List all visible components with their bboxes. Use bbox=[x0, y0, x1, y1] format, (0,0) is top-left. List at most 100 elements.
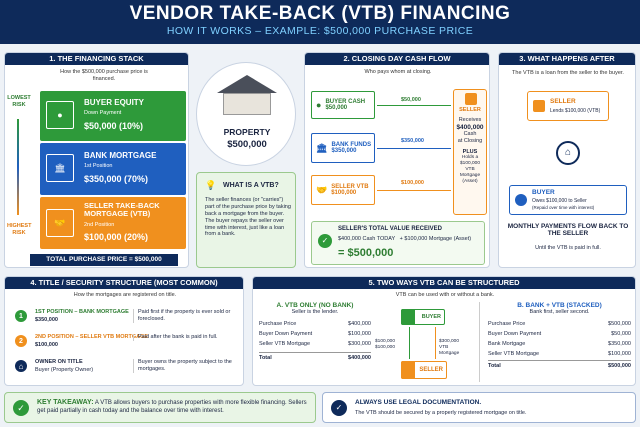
position-1-label: 1ST POSITION – BANK MORTGAGE bbox=[35, 309, 129, 315]
row-label: Purchase Price bbox=[259, 320, 297, 327]
section-title: 3. WHAT HAPPENS AFTER CLOSING? bbox=[499, 53, 635, 75]
flow-left-amount: $100,000 bbox=[375, 339, 396, 344]
person-icon: ● bbox=[316, 100, 322, 110]
key-takeaway-box: ✓ KEY TAKEAWAY: A VTB allows buyers to p… bbox=[4, 392, 316, 423]
vtb-amount: $100,000 (20%) bbox=[84, 232, 149, 242]
bank-block: 🏛 BANK MORTGAGE 1st Position $350,000 (7… bbox=[40, 143, 186, 195]
bank-title: BANK MORTGAGE bbox=[84, 151, 157, 160]
monthly-payments: MONTHLY PAYMENTS FLOW BACK TO THE SELLER bbox=[507, 223, 629, 237]
home-icon: ⌂ bbox=[556, 141, 580, 165]
buyer-cash-amount: $50,000 bbox=[325, 105, 348, 111]
handshake-icon: 🤝 bbox=[46, 209, 74, 237]
vtb-block: 🤝 SELLER TAKE-BACK MORTGAGE (VTB) 2nd Po… bbox=[40, 197, 186, 249]
table-row: Seller VTB Mortgage $300,000 bbox=[259, 339, 371, 349]
seller-total-title: SELLER'S TOTAL VALUE RECEIVED bbox=[338, 226, 442, 232]
person-icon bbox=[401, 361, 415, 379]
position-2-amount: $100,000 bbox=[35, 342, 58, 348]
bank-amount: $350,000 (70%) bbox=[84, 174, 149, 184]
row-value: $500,000 bbox=[608, 320, 631, 327]
seller-box: SELLER Lends $100,000 (VTB) bbox=[527, 91, 609, 121]
equity-amount: $50,000 (10%) bbox=[84, 121, 144, 131]
row-label: Seller VTB Mortgage bbox=[488, 350, 540, 357]
row-value: $400,000 bbox=[348, 320, 371, 327]
row-label: Bank Mortgage bbox=[488, 340, 526, 347]
seller-vtb-box: 🤝 SELLER VTB$100,000 bbox=[311, 175, 375, 205]
stack-intro: How the $500,000 purchase price is finan… bbox=[60, 69, 148, 82]
owner-note: Buyer owns the property subject to the m… bbox=[133, 359, 241, 373]
after-buyer-label: BUYER bbox=[532, 189, 555, 196]
buyer-cash-box: ● BUYER CASH$50,000 bbox=[311, 91, 375, 119]
seller-total-box: ✓ SELLER'S TOTAL VALUE RECEIVED $400,000… bbox=[311, 221, 485, 265]
takeaway-title: KEY TAKEAWAY: bbox=[37, 399, 94, 406]
after-seller-label: SELLER bbox=[550, 98, 576, 105]
equity-block: ● BUYER EQUITY Down Payment $50,000 (10%… bbox=[40, 91, 186, 141]
after-owes: Owes $100,000 to Seller bbox=[532, 198, 587, 204]
seller-receives: Receives bbox=[458, 116, 482, 123]
bank-sub: 1st Position bbox=[84, 163, 113, 169]
shield-icon: ✓ bbox=[331, 400, 347, 416]
what-is-body: The seller finances (or "carries") part … bbox=[205, 197, 291, 238]
vtb-only-table: A. VTB ONLY (NO BANK) Seller is the lend… bbox=[259, 302, 371, 382]
position-1-amount: $350,000 bbox=[35, 317, 58, 323]
equity-sub: Down Payment bbox=[84, 110, 122, 116]
table-row: Buyer Down Payment$50,000 bbox=[488, 329, 631, 339]
vtb-sub: 2nd Position bbox=[84, 222, 115, 228]
highest-risk-label: HIGHEST RISK bbox=[7, 223, 32, 236]
section-title: 5. TWO WAYS VTB CAN BE STRUCTURED bbox=[253, 277, 635, 289]
seller-vtb-label: SELLER VTB bbox=[331, 184, 369, 190]
what-is-vtb-box: 💡 WHAT IS A VTB? The seller finances (or… bbox=[196, 172, 296, 268]
ways-intro: VTB can be used with or without a bank. bbox=[395, 292, 495, 298]
home-icon: ⌂ bbox=[15, 360, 27, 372]
section-title: 1. THE FINANCING STACK bbox=[5, 53, 188, 65]
bank-funds-amount: $350,000 bbox=[331, 148, 357, 154]
bank-vtb-sub: Bank first, seller second. bbox=[529, 309, 590, 315]
after-intro: The VTB is a loan from the seller to the… bbox=[512, 70, 624, 76]
vtb-only-sub: Seller is the lender. bbox=[291, 309, 339, 315]
page-header: VENDOR TAKE-BACK (VTB) FINANCING HOW IT … bbox=[0, 0, 640, 44]
row-label: Buyer Down Payment bbox=[488, 330, 542, 337]
property-value: $500,000 bbox=[227, 139, 267, 150]
lowest-risk-label: LOWEST RISK bbox=[7, 95, 31, 108]
page-title: VENDOR TAKE-BACK (VTB) FINANCING bbox=[129, 3, 511, 24]
seller-cash-word: Cash bbox=[463, 130, 477, 137]
position-1-note: Paid first if the property is ever sold … bbox=[133, 309, 241, 323]
legal-body: The VTB should be secured by a properly … bbox=[355, 410, 527, 416]
position-2-note: Paid after the bank is paid in full. bbox=[133, 334, 241, 341]
flow-seller-label: SELLER bbox=[419, 367, 443, 373]
total-label: Total bbox=[259, 354, 272, 361]
handshake-icon: 🤝 bbox=[316, 184, 328, 195]
seller-holds: Holds a $100,000 VTB Mortgage (Asset) bbox=[459, 155, 481, 185]
two-ways-panel: 5. TWO WAYS VTB CAN BE STRUCTURED VTB ca… bbox=[252, 276, 636, 386]
closing-intro: Who pays whom at closing. bbox=[364, 69, 432, 75]
flow-left-amount-2: $100,000 bbox=[375, 345, 396, 350]
financing-stack-panel: 1. THE FINANCING STACK How the $500,000 … bbox=[4, 52, 189, 268]
takeaway-body: A VTB allows buyers to purchase properti… bbox=[37, 400, 307, 415]
property-label: PROPERTY bbox=[223, 127, 271, 137]
seller-vtb-flow: $100,000 bbox=[401, 180, 424, 186]
table-row: Purchase Price $400,000 bbox=[259, 319, 371, 329]
buyer-cash-label: BUYER CASH bbox=[325, 99, 366, 105]
seller-plus: PLUS bbox=[462, 148, 478, 155]
legal-note-box: ✓ ALWAYS USE LEGAL DOCUMENTATION. The VT… bbox=[322, 392, 636, 423]
row-value: $300,000 bbox=[348, 340, 371, 347]
title-security-panel: 4. TITLE / SECURITY STRUCTURE (MOST COMM… bbox=[4, 276, 244, 386]
seller-receipt-box: SELLER Receives $400,000 Cash at Closing… bbox=[453, 89, 487, 215]
seller-label: SELLER bbox=[459, 107, 481, 113]
vtb-flow-diagram: BUYER $100,000 $100,000 $300,000 VTB Mor… bbox=[375, 305, 469, 383]
seller-node: SELLER bbox=[401, 361, 447, 379]
row-value: $350,000 bbox=[608, 340, 631, 347]
until-paid: Until the VTB is paid in full. bbox=[535, 245, 601, 251]
row-label: Seller VTB Mortgage bbox=[259, 340, 311, 347]
seller-vtb-amount: $100,000 bbox=[331, 190, 357, 196]
row-label: Purchase Price bbox=[488, 320, 526, 327]
after-closing-panel: 3. WHAT HAPPENS AFTER CLOSING? The VTB i… bbox=[498, 52, 636, 268]
check-icon: ✓ bbox=[318, 234, 332, 248]
lightbulb-icon: 💡 bbox=[205, 180, 217, 190]
title-intro: How the mortgages are registered on titl… bbox=[73, 292, 177, 298]
section-title: 4. TITLE / SECURITY STRUCTURE (MOST COMM… bbox=[5, 277, 243, 289]
vtb-title: SELLER TAKE-BACK MORTGAGE (VTB) bbox=[84, 201, 160, 219]
row-label: Buyer Down Payment bbox=[259, 330, 313, 337]
stack-total: TOTAL PURCHASE PRICE = $500,000 bbox=[30, 254, 178, 266]
what-is-title: WHAT IS A VTB? bbox=[223, 182, 279, 189]
position-1-badge: 1 bbox=[15, 310, 27, 322]
